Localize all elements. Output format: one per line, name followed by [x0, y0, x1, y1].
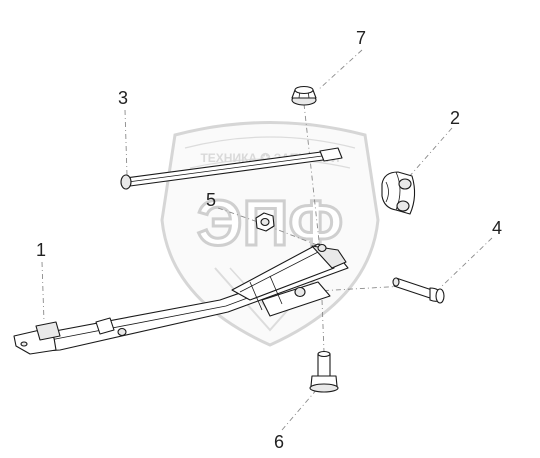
leader-lines — [41, 49, 493, 431]
leader-1 — [41, 261, 45, 323]
callout-4: 4 — [492, 218, 502, 238]
callout-7: 7 — [356, 28, 366, 48]
assembly-axis-4 — [299, 285, 406, 293]
nut-part — [255, 212, 275, 232]
callout-1: 1 — [36, 240, 46, 260]
callout-2: 2 — [450, 108, 460, 128]
assembly-axis-7 — [303, 103, 321, 251]
callout-3: 3 — [118, 88, 128, 108]
leader-6 — [281, 387, 319, 431]
leader-4 — [441, 237, 493, 287]
clamp-part — [381, 171, 416, 215]
rod-part — [120, 147, 343, 190]
callout-5: 5 — [206, 190, 216, 210]
bolt-part — [309, 350, 339, 393]
assembly-axis-6 — [321, 299, 325, 353]
leader-3 — [124, 109, 128, 176]
leader-7 — [317, 49, 363, 91]
callout-6: 6 — [274, 432, 284, 452]
callout-labels: 1 2 3 4 5 6 7 — [36, 28, 502, 452]
flange-nut-part — [291, 85, 317, 106]
pin-part — [392, 277, 445, 304]
frame-bracket-part — [13, 243, 349, 355]
leader-2 — [407, 127, 453, 179]
